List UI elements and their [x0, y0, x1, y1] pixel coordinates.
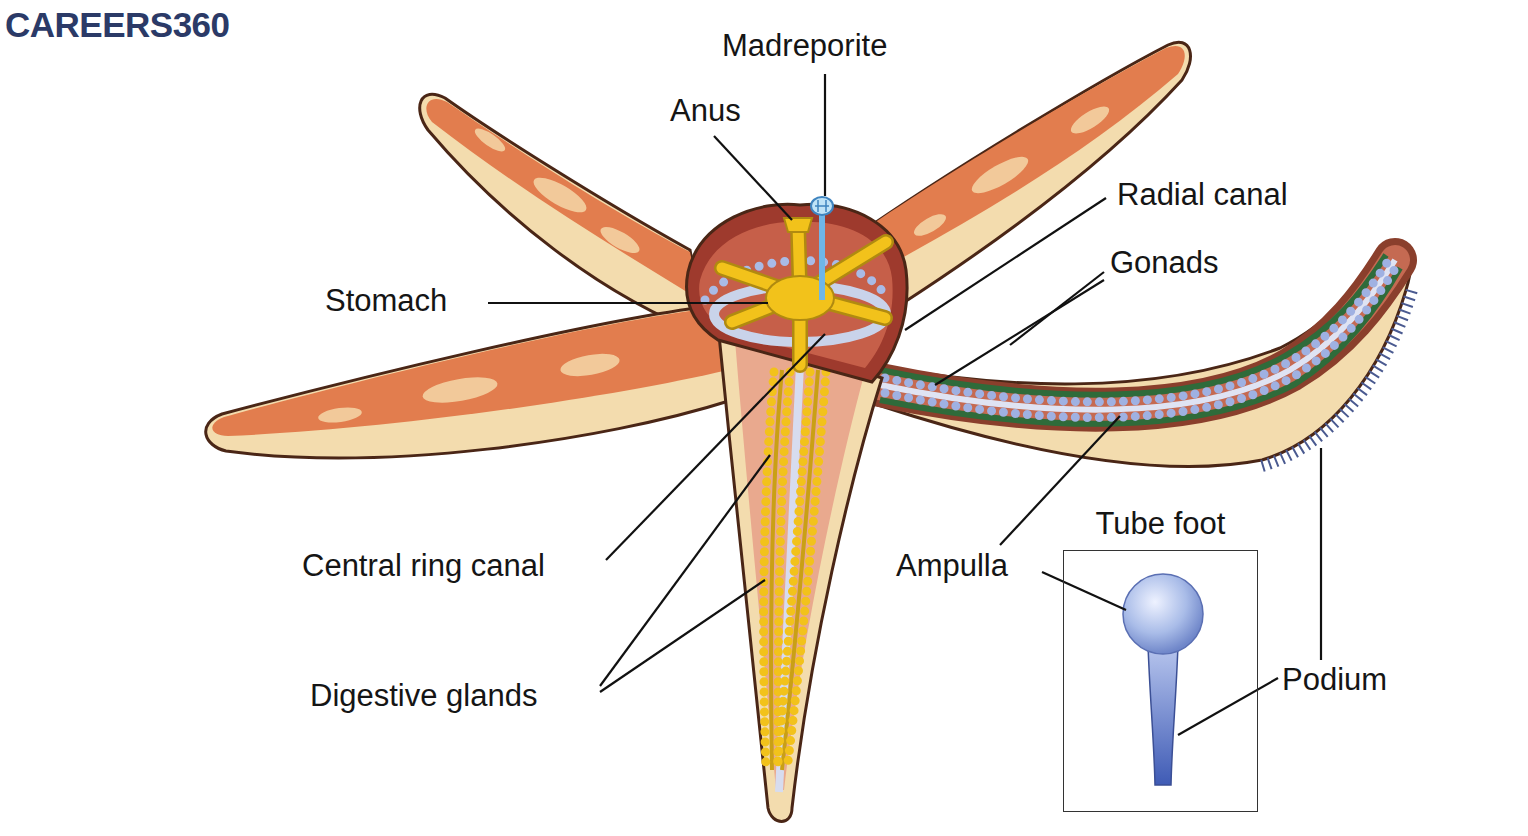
- part-label: Gonads: [1110, 245, 1219, 281]
- leader-lines: [488, 74, 1321, 735]
- watermark: CAREERS360: [5, 5, 230, 45]
- part-label: Madreporite: [722, 28, 887, 64]
- inset-heading: Tube foot: [1064, 506, 1257, 542]
- part-label: Anus: [670, 93, 741, 129]
- part-label: Podium: [1282, 662, 1387, 698]
- inset-box: Tube foot: [1063, 550, 1258, 812]
- part-label: Digestive glands: [310, 678, 537, 714]
- part-label: Radial canal: [1117, 177, 1288, 213]
- part-label: Stomach: [325, 283, 447, 319]
- part-label: Ampulla: [896, 548, 1008, 584]
- part-label: Central ring canal: [302, 548, 545, 584]
